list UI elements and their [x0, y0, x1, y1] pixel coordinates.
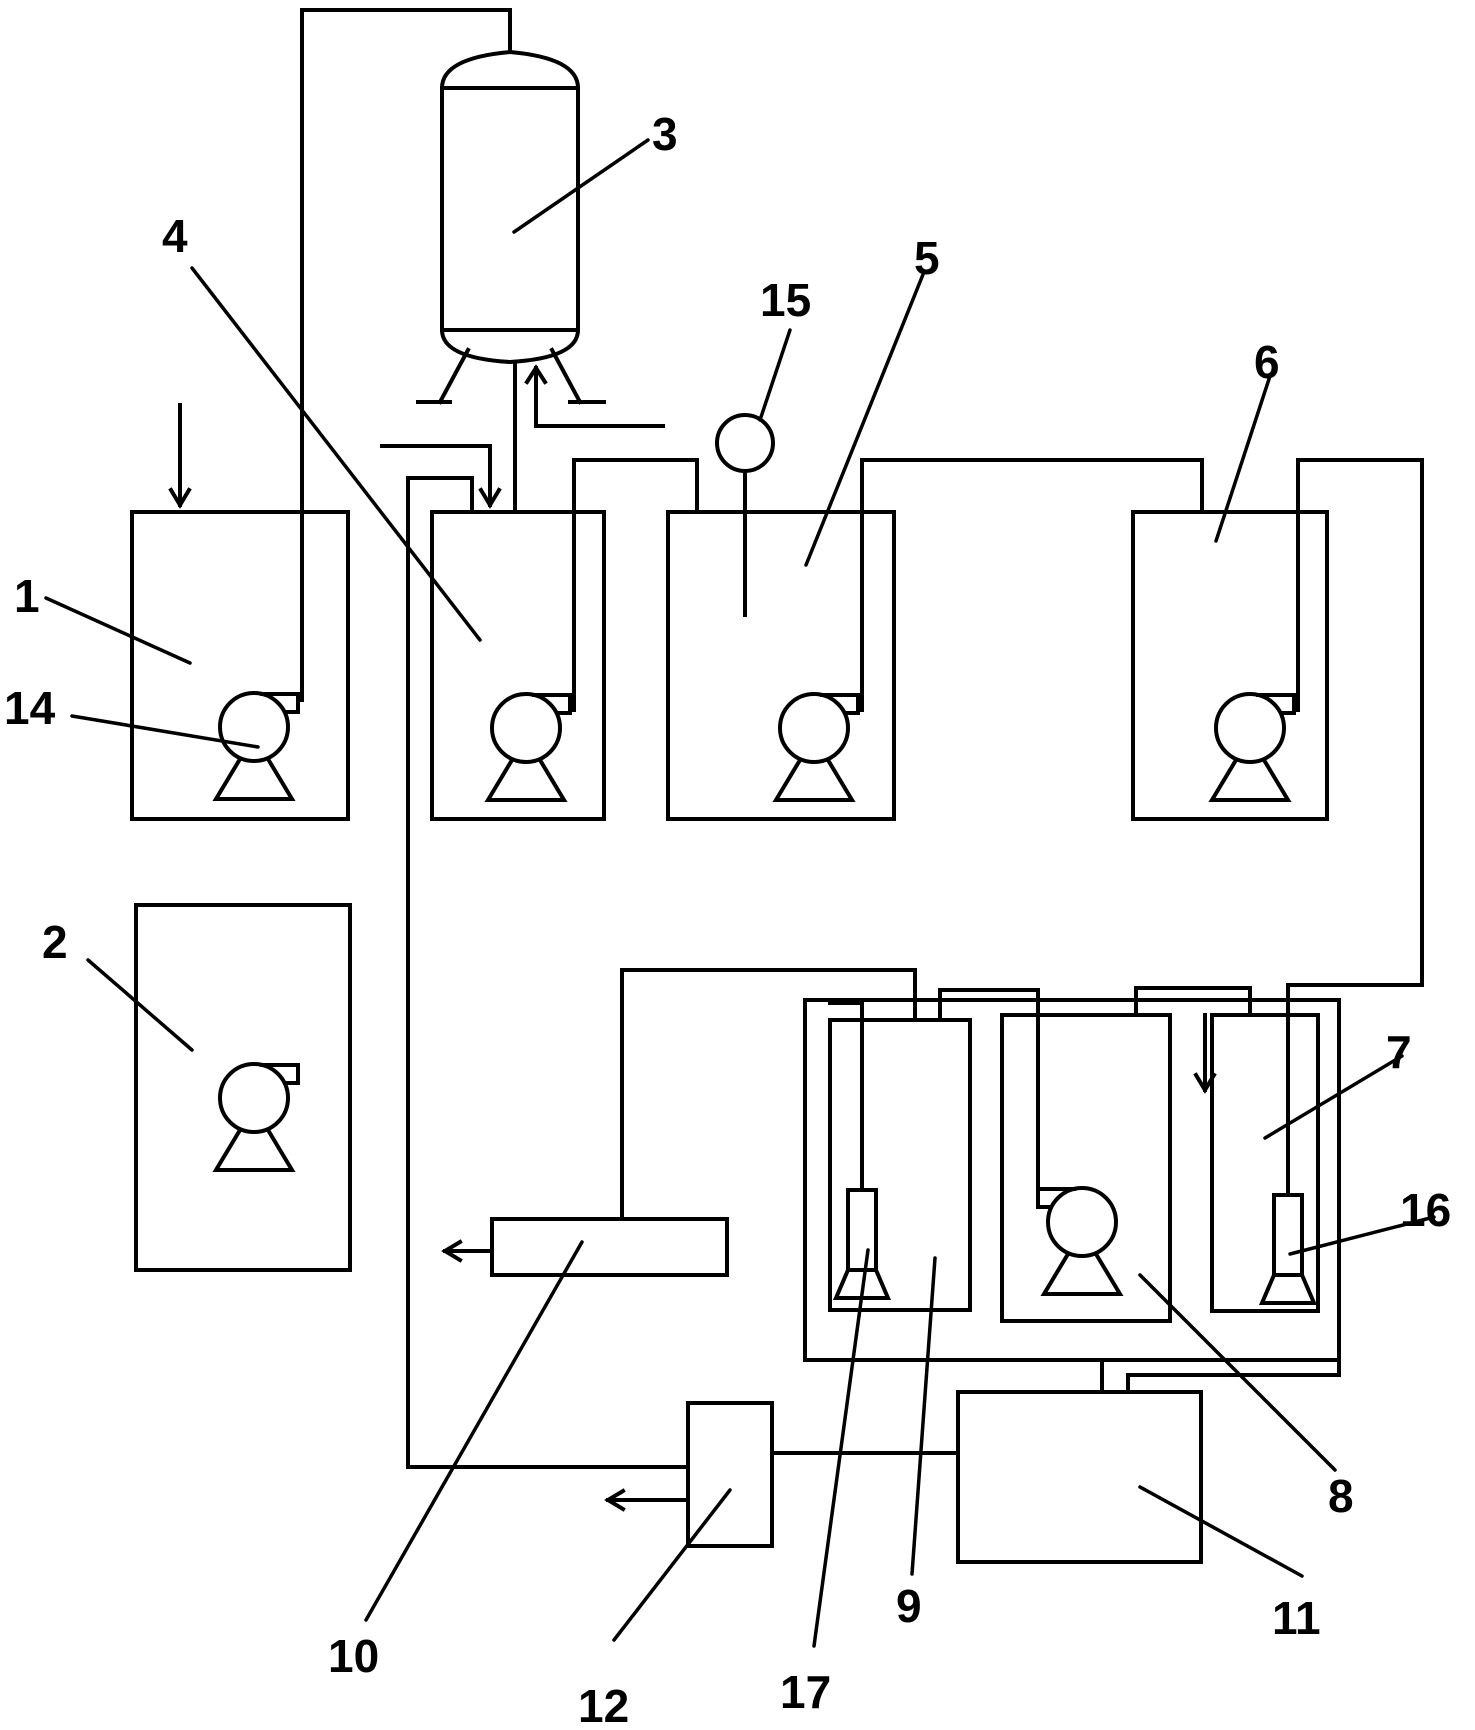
label-4: 4 — [162, 210, 188, 262]
label-9: 9 — [896, 1580, 922, 1632]
leader-lines — [44, 138, 1436, 1648]
tank-4 — [430, 510, 606, 821]
tank-8-chamber — [1000, 1013, 1172, 1323]
pump-tank5-icon — [774, 692, 860, 802]
label-10: 10 — [328, 1630, 379, 1682]
pressure-gauge-15-icon — [715, 413, 775, 617]
tank-7 — [1210, 1013, 1320, 1313]
tank-5 — [666, 510, 896, 821]
label-14: 14 — [4, 682, 56, 734]
tank-6 — [1131, 510, 1329, 821]
label-3: 3 — [652, 108, 678, 160]
tank-9 — [828, 1018, 972, 1312]
label-1: 1 — [14, 570, 40, 622]
label-7: 7 — [1386, 1026, 1412, 1078]
piping — [168, 8, 1424, 1512]
tank-2 — [134, 903, 352, 1272]
membrane-tank-frame — [803, 998, 1341, 1362]
label-12: 12 — [578, 1680, 629, 1730]
unit-12 — [686, 1401, 774, 1548]
pump-tank6-icon — [1210, 692, 1296, 802]
label-17: 17 — [780, 1666, 831, 1718]
label-15: 15 — [760, 274, 811, 326]
tank-1 — [130, 510, 350, 821]
pump-tank4-icon — [486, 692, 572, 802]
label-11: 11 — [1272, 1592, 1321, 1644]
unit-10 — [490, 1217, 729, 1277]
label-5: 5 — [914, 232, 940, 284]
label-16: 16 — [1400, 1184, 1451, 1236]
vessel-3 — [416, 49, 606, 405]
unit-11 — [956, 1390, 1203, 1564]
label-2: 2 — [42, 916, 68, 968]
pump-8-icon — [1036, 1186, 1122, 1296]
pump-tank2-icon — [214, 1062, 300, 1172]
label-6: 6 — [1254, 336, 1280, 388]
label-8: 8 — [1328, 1470, 1354, 1522]
